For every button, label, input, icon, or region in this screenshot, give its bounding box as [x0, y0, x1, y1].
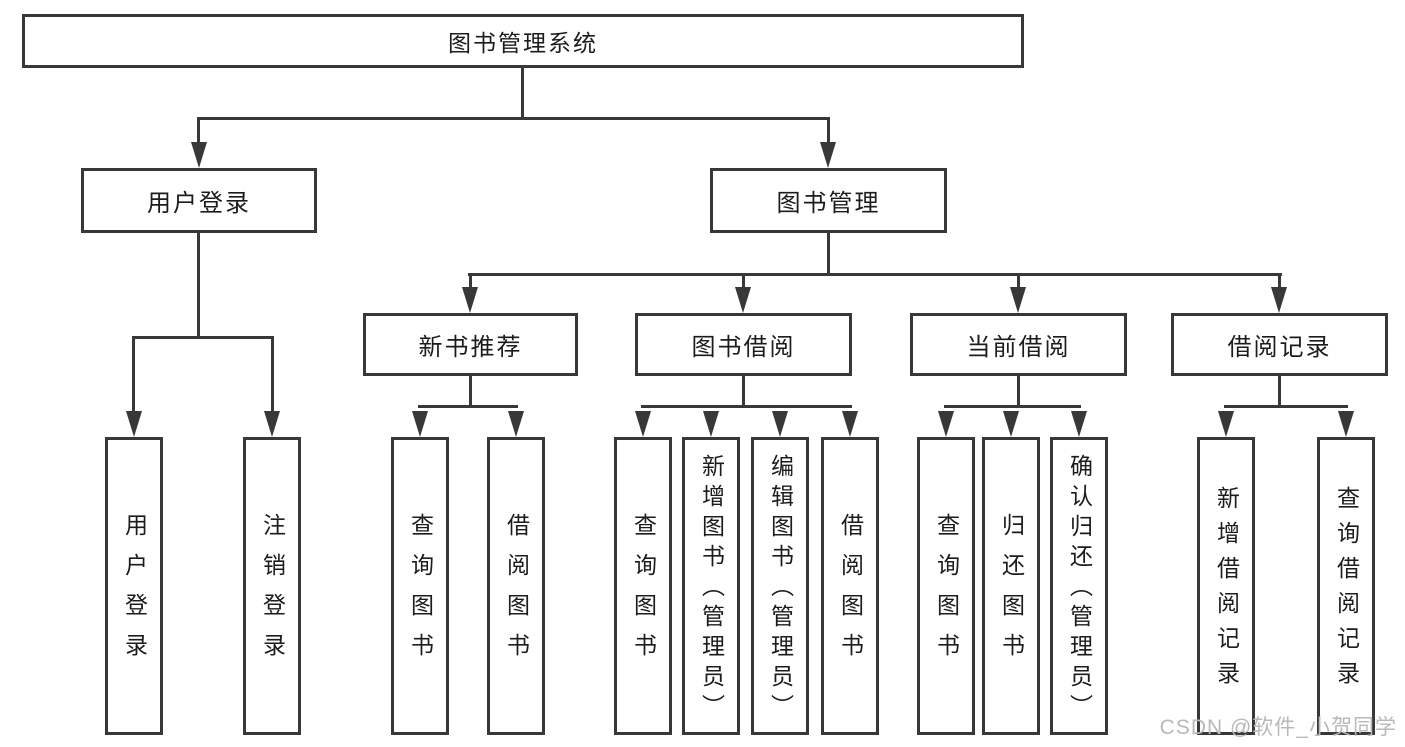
node-label: 借阅记录: [1227, 334, 1332, 361]
connector-book-borrow-stem: [742, 376, 745, 408]
connector-stem-leaf: [271, 336, 274, 413]
connector-user-login-stem: [197, 233, 200, 339]
arrow-down-icon: [820, 142, 836, 168]
arrow-down-icon: [191, 142, 207, 168]
connector-stem-book-borrow: [742, 273, 745, 289]
arrow-down-icon: [1218, 411, 1234, 437]
connector-new-books-bus: [418, 405, 518, 408]
node-label: 用户登录: [147, 190, 251, 217]
connector-borrow-records-stem: [1278, 376, 1281, 408]
arrow-down-icon: [703, 411, 719, 437]
node-book-management: 图书管理: [710, 168, 947, 233]
arrow-down-icon: [462, 287, 478, 313]
node-label: 图书管理: [776, 190, 881, 217]
arrow-down-icon: [412, 411, 428, 437]
connector-stem-borrow-records: [1278, 273, 1281, 289]
connector-borrow-records-bus: [1224, 405, 1348, 408]
arrow-down-icon: [842, 411, 858, 437]
arrow-down-icon: [1071, 411, 1087, 437]
arrow-down-icon: [1338, 411, 1354, 437]
connector-book-borrow-bus: [641, 405, 852, 408]
arrow-down-icon: [264, 411, 280, 437]
node-borrowing-records: 借阅记录: [1171, 313, 1388, 376]
leaf-borrowing-borrow-books: 借阅图书: [821, 437, 879, 735]
leaf-recommend-borrow-books: 借阅图书: [487, 437, 545, 735]
csdn-watermark: CSDN @软件_小贺同学: [1159, 716, 1397, 739]
leaf-records-add-record: 新增借阅记录: [1197, 437, 1255, 735]
leaf-borrowing-add-books-admin: 新增图书（管理员）: [682, 437, 740, 735]
connector-new-books-stem: [469, 376, 472, 408]
leaf-borrowing-edit-books-admin: 编辑图书（管理员）: [751, 437, 809, 735]
node-label: 新书推荐: [418, 334, 523, 361]
arrow-down-icon: [635, 411, 651, 437]
leaf-current-return-books: 归还图书: [982, 437, 1040, 735]
node-current-borrowing: 当前借阅: [910, 313, 1127, 376]
connector-book-mgmt-stem: [827, 233, 830, 276]
connector-stem-leaf: [132, 336, 135, 413]
node-new-book-recommend: 新书推荐: [363, 313, 578, 376]
leaf-borrowing-query-books: 查询图书: [614, 437, 672, 735]
arrow-down-icon: [735, 287, 751, 313]
leaf-records-query-record: 查询借阅记录: [1317, 437, 1375, 735]
node-book-borrowing: 图书借阅: [635, 313, 852, 376]
arrow-down-icon: [1271, 287, 1287, 313]
leaf-current-query-books: 查询图书: [917, 437, 975, 735]
connector-root-stem: [521, 68, 524, 120]
leaf-user-login: 用户登录: [105, 437, 163, 735]
node-label: 图书借阅: [691, 334, 796, 361]
node-user-login: 用户登录: [81, 168, 317, 233]
node-library-system: 图书管理系统: [22, 14, 1024, 68]
arrow-down-icon: [1003, 411, 1019, 437]
node-label: 当前借阅: [966, 334, 1071, 361]
connector-stem-current-borrow: [1017, 273, 1020, 289]
connector-current-borrow-stem: [1017, 376, 1020, 408]
connector-current-borrow-bus: [944, 405, 1081, 408]
node-label: 图书管理系统: [448, 30, 598, 56]
arrow-down-icon: [508, 411, 524, 437]
arrow-down-icon: [772, 411, 788, 437]
connector-stem-user-login: [197, 117, 200, 144]
arrow-down-icon: [1010, 287, 1026, 313]
connector-root-bus: [197, 117, 830, 120]
connector-stem-book-mgmt: [827, 117, 830, 144]
leaf-recommend-query-books: 查询图书: [391, 437, 449, 735]
connector-user-login-bus: [132, 336, 274, 339]
leaf-logout: 注销登录: [243, 437, 301, 735]
arrow-down-icon: [126, 411, 142, 437]
connector-book-mgmt-bus: [468, 273, 1282, 276]
connector-stem-new-books: [469, 273, 472, 289]
arrow-down-icon: [938, 411, 954, 437]
leaf-current-confirm-return-admin: 确认归还（管理员）: [1050, 437, 1108, 735]
